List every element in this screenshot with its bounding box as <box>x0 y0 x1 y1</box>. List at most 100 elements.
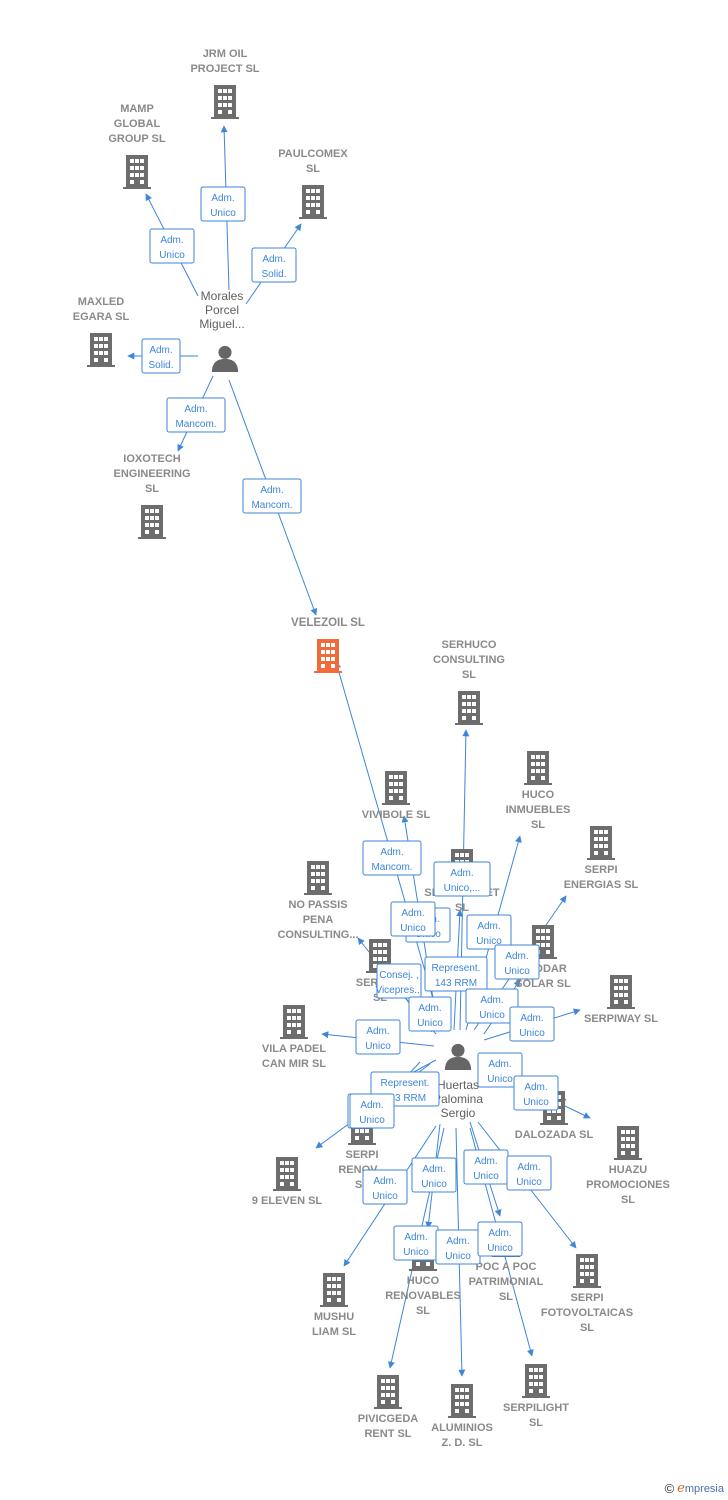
building-icon <box>522 1364 550 1398</box>
company-name: Z. D. SL <box>442 1437 483 1449</box>
building-icon <box>314 639 342 673</box>
company-node-dalozada[interactable]: DALOZADA SL <box>515 1091 594 1141</box>
company-node-vivibole[interactable]: VIVIBOLE SL <box>362 771 431 821</box>
edge-label-e3[interactable]: Adm.Solid. <box>251 247 297 283</box>
edge-label-e1[interactable]: Adm.Unico <box>200 186 246 222</box>
edge-label-e18[interactable]: Adm.Unico <box>408 996 452 1032</box>
company-name: PIVICGEDA <box>358 1413 419 1425</box>
edge-label-box <box>376 963 422 999</box>
company-name: JRM OIL <box>203 48 248 60</box>
edge-label-text: Adm. <box>184 404 207 415</box>
building-icon <box>87 333 115 367</box>
company-node-nopass[interactable]: NO PASSISPENACONSULTING... <box>277 861 359 941</box>
company-name: RENOVABLES <box>385 1290 461 1302</box>
edge-label-e8[interactable]: Adm.Unico,... <box>433 861 491 897</box>
edge-label-e5[interactable]: Adm.Mancom. <box>166 397 226 433</box>
edge-label-e10[interactable]: Adm.Unico <box>466 914 512 950</box>
edge-label-e26[interactable]: Adm.Unico <box>506 1155 552 1191</box>
company-name: HUCO <box>522 789 555 801</box>
edge-label-e21[interactable]: Adm.Unico <box>513 1075 559 1111</box>
person-name: Palomina <box>433 1092 483 1106</box>
edge-label-text: Unico <box>359 1115 385 1126</box>
edge-label-text: Adm. <box>160 235 183 246</box>
edge-label-text: Unico <box>476 936 502 947</box>
edge-label-e29[interactable]: Adm.Unico <box>477 1221 523 1257</box>
company-name: SL <box>455 902 469 914</box>
edge-label-box <box>362 840 422 876</box>
building-icon <box>607 975 635 1009</box>
edge-label-box <box>477 1052 523 1088</box>
edge-label-e2[interactable]: Adm.Unico <box>149 228 195 264</box>
copyright-icon: © <box>664 1481 675 1496</box>
edge-label-e20[interactable]: Adm.Unico <box>477 1052 523 1088</box>
edge-label-text: 143 RRM <box>384 1093 426 1104</box>
edge-label-e27[interactable]: Adm.Unico <box>393 1225 439 1261</box>
edge-label-box <box>513 1075 559 1111</box>
brand-logo[interactable]: empresia <box>677 1481 724 1496</box>
person-node-morales[interactable]: MoralesPorcelMiguel... <box>199 289 245 372</box>
edge-label-text: Adm. <box>260 485 283 496</box>
edge-label-text: Adm. <box>524 1082 547 1093</box>
edge-label-box <box>166 397 226 433</box>
edge-label-e14[interactable]: Consej. ,Vicepres... <box>375 963 423 999</box>
company-name: EGARA SL <box>73 311 130 323</box>
edge-label-text: Solid. <box>261 269 286 280</box>
edge-label-e24[interactable]: Adm.Unico <box>411 1157 457 1193</box>
edge-label-e13[interactable]: Adm.Unico <box>494 944 540 980</box>
edge-label-e4[interactable]: Adm.Solid. <box>141 338 181 374</box>
company-name: SL <box>306 163 320 175</box>
edge-label-text: Unico <box>400 923 426 934</box>
edge-label-text: Adm. <box>149 345 172 356</box>
edge-label-text: Adm. <box>373 1176 396 1187</box>
edge-label-e16[interactable]: Adm.Unico <box>509 1006 555 1042</box>
edge-label-e30[interactable]: Adm.Unico <box>349 1093 395 1129</box>
company-node-eleven[interactable]: 9 ELEVEN SL <box>252 1157 323 1207</box>
edge-label-e11[interactable]: Adm.Unico <box>390 901 436 937</box>
copyright-footer: © empresia <box>665 1481 724 1496</box>
edge-label-text: Unico <box>365 1041 391 1052</box>
company-name: FOTOVOLTAICAS <box>541 1307 633 1319</box>
building-icon <box>273 1157 301 1191</box>
edge-label-e23[interactable]: Adm.Unico <box>362 1169 408 1205</box>
edge-label-box <box>424 956 488 992</box>
edge-label-e17[interactable]: Adm.Unico <box>355 1019 401 1055</box>
company-name: SERPI <box>584 864 617 876</box>
company-name: ENGINEERING <box>113 468 190 480</box>
edge-label-e7[interactable]: Adm.Mancom. <box>362 840 422 876</box>
company-name: SOLAR SL <box>515 978 571 990</box>
edge-label-e15[interactable]: Adm.Unico <box>465 988 519 1024</box>
edge-label-e12[interactable]: Represent.143 RRM <box>424 956 488 992</box>
company-name: INMUEBLES <box>506 804 571 816</box>
company-name: SL <box>416 1305 430 1317</box>
company-node-velezoil[interactable]: VELEZOIL SL <box>291 617 365 673</box>
building-icon <box>614 1126 642 1160</box>
edge-label-box <box>390 901 436 937</box>
company-node-serpiway[interactable]: SERPIWAY SL <box>584 975 658 1025</box>
edge-label-e28[interactable]: Adm.Unico <box>435 1229 481 1265</box>
edge-label-e6[interactable]: Adm.Mancom. <box>242 478 302 514</box>
edge-label-box <box>477 1221 523 1257</box>
edge-label-e25[interactable]: Adm.Unico <box>463 1149 509 1185</box>
person-name: Huertas <box>437 1078 479 1092</box>
company-name: VELEZOIL SL <box>291 617 365 629</box>
edge-label-text: Adm. <box>488 1059 511 1070</box>
company-name: CONSULTING <box>433 654 505 666</box>
